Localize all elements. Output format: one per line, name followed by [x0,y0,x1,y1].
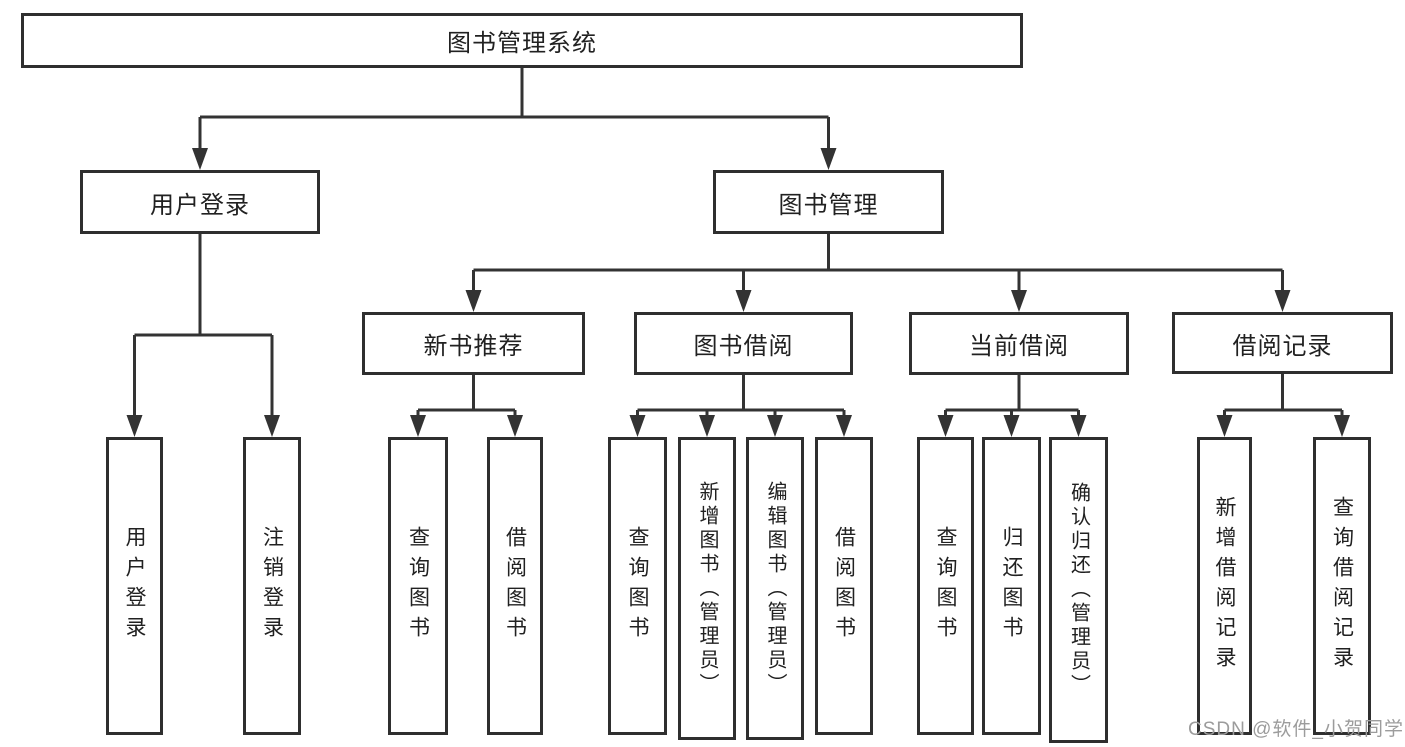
leaf-recommend-query-books: 查询图书 [388,437,448,735]
leaf-user-login: 用户登录 [106,437,163,735]
leaf-label: 查询图书 [934,526,957,646]
connector-user-login-branch [126,234,280,437]
leaf-label: 归还图书 [1000,526,1023,646]
leaf-add-books-admin: 新增图书（管理员） [678,437,736,740]
leaf-label: 查询图书 [406,526,430,646]
leaf-query-borrow-record: 查询借阅记录 [1313,437,1371,735]
connector-borrow-record-branch [1216,374,1350,437]
leaf-label: 查询图书 [626,526,649,646]
node-label: 图书管理 [778,191,879,219]
arrow-down-icon [1011,290,1027,312]
arrow-down-icon [699,415,715,437]
csdn-watermark: CSDN @软件_小贺同学 [1188,719,1404,740]
node-label: 图书借阅 [693,333,794,360]
node-book-management: 图书管理 [713,170,944,234]
node-user-login: 用户登录 [80,170,320,234]
arrow-down-icon [1334,415,1350,437]
leaf-recommend-borrow-books: 借阅图书 [487,437,543,735]
connector-new-book-branch [410,375,523,437]
arrow-down-icon [1216,415,1233,437]
node-label: 借阅记录 [1232,332,1333,360]
arrow-down-icon [836,415,852,437]
leaf-confirm-return-admin: 确认归还（管理员） [1049,437,1108,743]
arrow-down-icon [629,415,646,437]
arrow-down-icon [735,290,752,312]
arrow-down-icon [767,415,783,437]
arrow-down-icon [192,148,208,170]
leaf-label: 用户登录 [123,526,146,646]
arrow-down-icon [507,415,523,437]
leaf-return-books: 归还图书 [982,437,1041,735]
node-new-book-recommend: 新书推荐 [362,312,585,375]
leaf-label: 编辑图书（管理员） [764,480,786,697]
arrow-down-icon [465,290,482,312]
node-label: 用户登录 [150,191,250,219]
leaf-current-query-books: 查询图书 [917,437,974,735]
leaf-label: 新增借阅记录 [1213,496,1236,676]
leaf-borrow-books: 借阅图书 [815,437,873,735]
node-label: 图书管理系统 [447,30,597,57]
leaf-label: 借阅图书 [832,526,856,646]
arrow-down-icon [126,415,143,437]
arrow-down-icon [410,415,426,437]
connector-current-borrow-branch [937,375,1087,437]
arrow-down-icon [1003,415,1020,437]
arrow-down-icon [937,415,954,437]
connector-book-management-branch [465,234,1291,312]
leaf-add-borrow-record: 新增借阅记录 [1197,437,1252,735]
arrow-down-icon [264,415,280,437]
leaf-label: 注销登录 [260,526,284,646]
leaf-label: 新增图书（管理员） [696,480,718,697]
leaf-edit-books-admin: 编辑图书（管理员） [746,437,804,740]
node-library-management-system: 图书管理系统 [21,13,1023,68]
leaf-label: 借阅图书 [503,526,527,646]
leaf-label: 确认归还（管理员） [1067,482,1090,698]
arrow-down-icon [1070,415,1087,437]
leaf-logout: 注销登录 [243,437,301,735]
node-label: 当前借阅 [969,333,1069,360]
arrow-down-icon [820,148,837,170]
leaf-borrow-query-books: 查询图书 [608,437,667,735]
node-current-borrow: 当前借阅 [909,312,1129,375]
node-book-borrow: 图书借阅 [634,312,853,375]
node-borrow-records: 借阅记录 [1172,312,1393,374]
leaf-label: 查询借阅记录 [1330,496,1354,676]
connector-root-to-level1 [192,68,837,170]
node-label: 新书推荐 [423,333,524,360]
connector-book-borrow-branch [629,375,852,437]
arrow-down-icon [1274,290,1291,312]
